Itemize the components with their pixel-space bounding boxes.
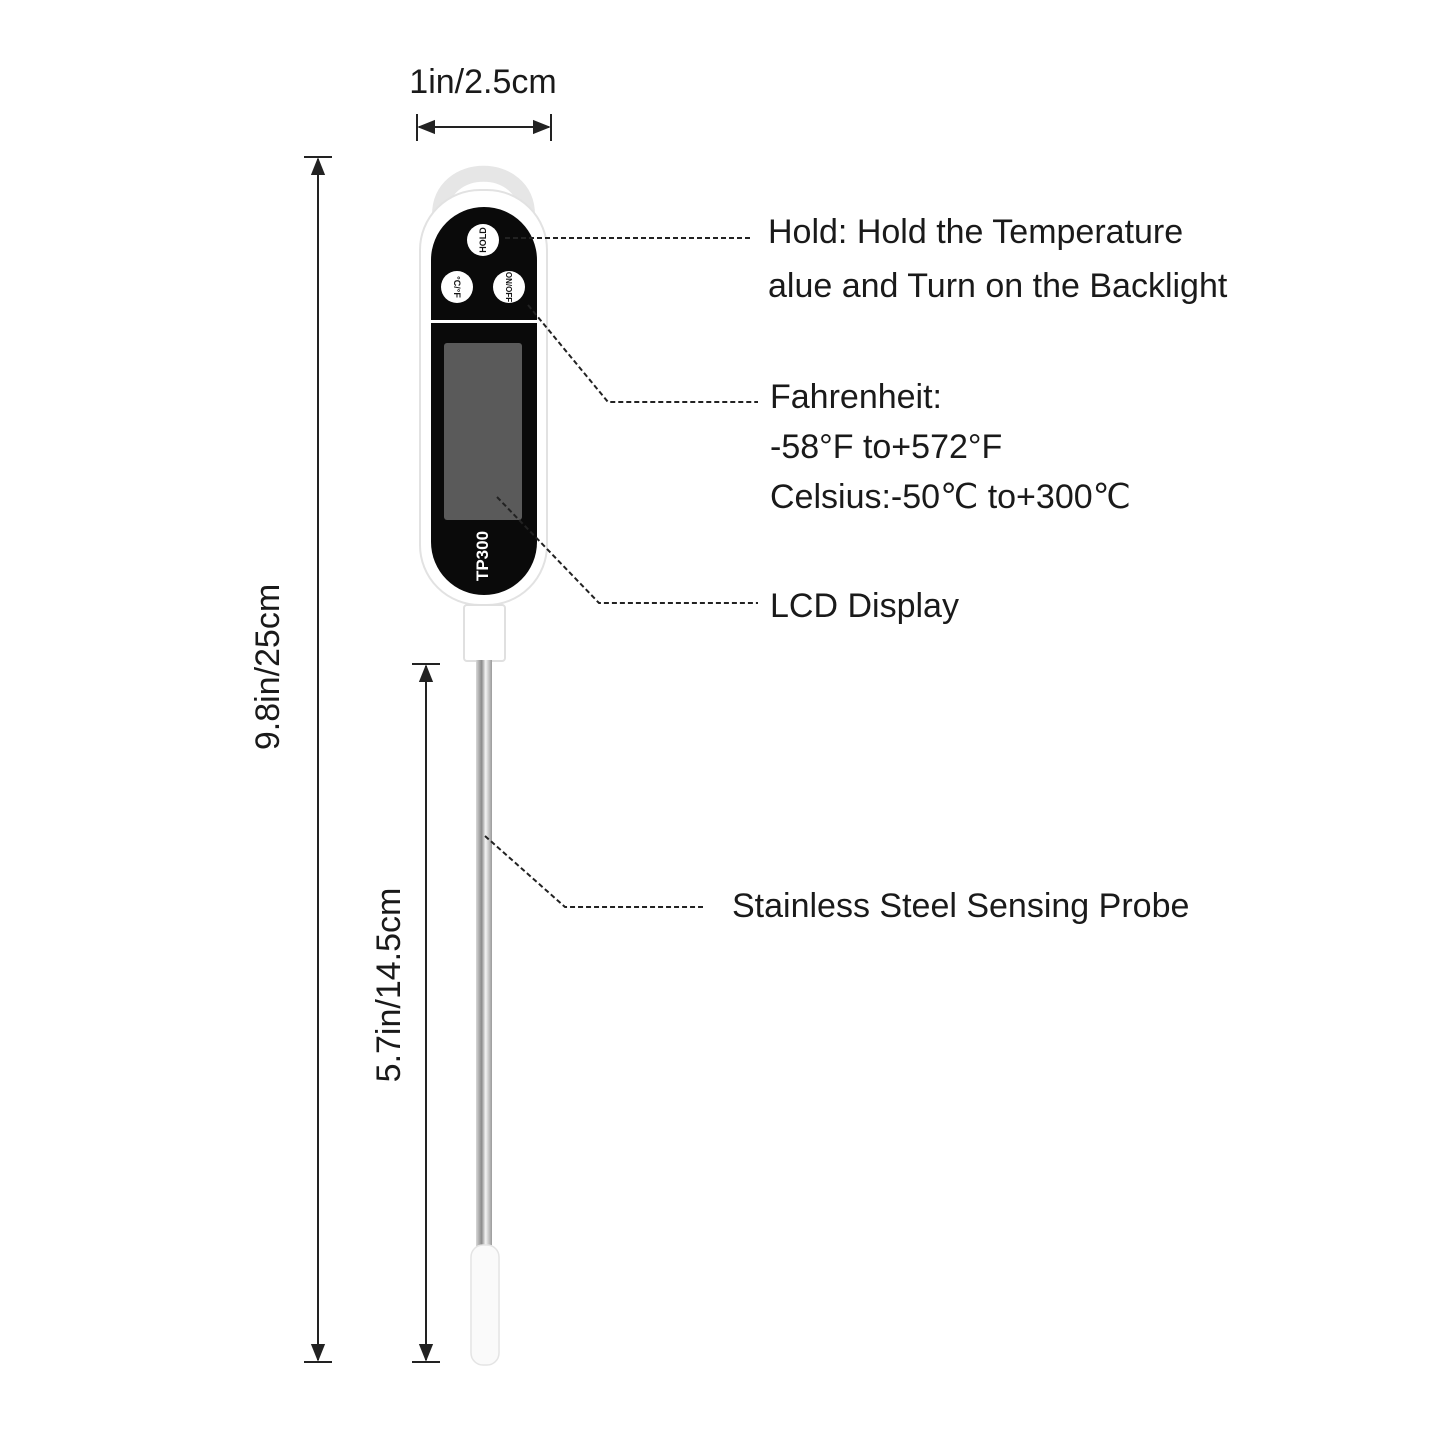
svg-text:Stainless Steel Sensing Probe: Stainless Steel Sensing Probe (732, 887, 1189, 925)
lcd-screen (444, 343, 522, 520)
hanging-loop (432, 165, 535, 216)
callout-range: Fahrenheit: -58°F to+572°F Celsius:-50℃ … (527, 304, 1131, 516)
svg-text:ON/OFF: ON/OFF (504, 272, 513, 302)
total-length-dimension: 9.8in/25cm (249, 156, 332, 1363)
svg-text:HOLD: HOLD (478, 227, 488, 253)
svg-text:°C/°F: °C/°F (452, 276, 462, 298)
callout-hold: Hold: Hold the Temperature alue and Turn… (505, 213, 1228, 305)
callout-lcd: LCD Display (496, 496, 959, 625)
probe-length-dimension: 5.7in/14.5cm (370, 663, 440, 1363)
probe-tip (470, 1244, 500, 1366)
unit-button[interactable]: °C/°F (441, 271, 473, 303)
probe-length-label: 5.7in/14.5cm (370, 888, 408, 1083)
thermometer: HOLD °C/°F ON/OFF TP300 (419, 165, 548, 1366)
divider (431, 320, 537, 323)
svg-text:Celsius:-50℃ to+300℃: Celsius:-50℃ to+300℃ (770, 478, 1131, 516)
width-dimension: 1in/2.5cm (409, 63, 557, 141)
svg-text:Fahrenheit:: Fahrenheit: (770, 378, 942, 416)
svg-text:alue and Turn on the Backlight: alue and Turn on the Backlight (768, 267, 1228, 305)
probe-connector (463, 604, 506, 662)
hold-button[interactable]: HOLD (467, 224, 499, 256)
svg-text:LCD Display: LCD Display (770, 587, 959, 625)
model-label: TP300 (473, 531, 492, 581)
total-length-label: 9.8in/25cm (249, 584, 287, 750)
callout-probe: Stainless Steel Sensing Probe (484, 835, 1189, 925)
power-button[interactable]: ON/OFF (493, 271, 525, 303)
svg-text:-58°F to+572°F: -58°F to+572°F (770, 428, 1002, 466)
steel-probe (476, 660, 492, 1250)
width-label: 1in/2.5cm (409, 63, 556, 101)
svg-text:Hold: Hold the Temperature: Hold: Hold the Temperature (768, 213, 1183, 251)
